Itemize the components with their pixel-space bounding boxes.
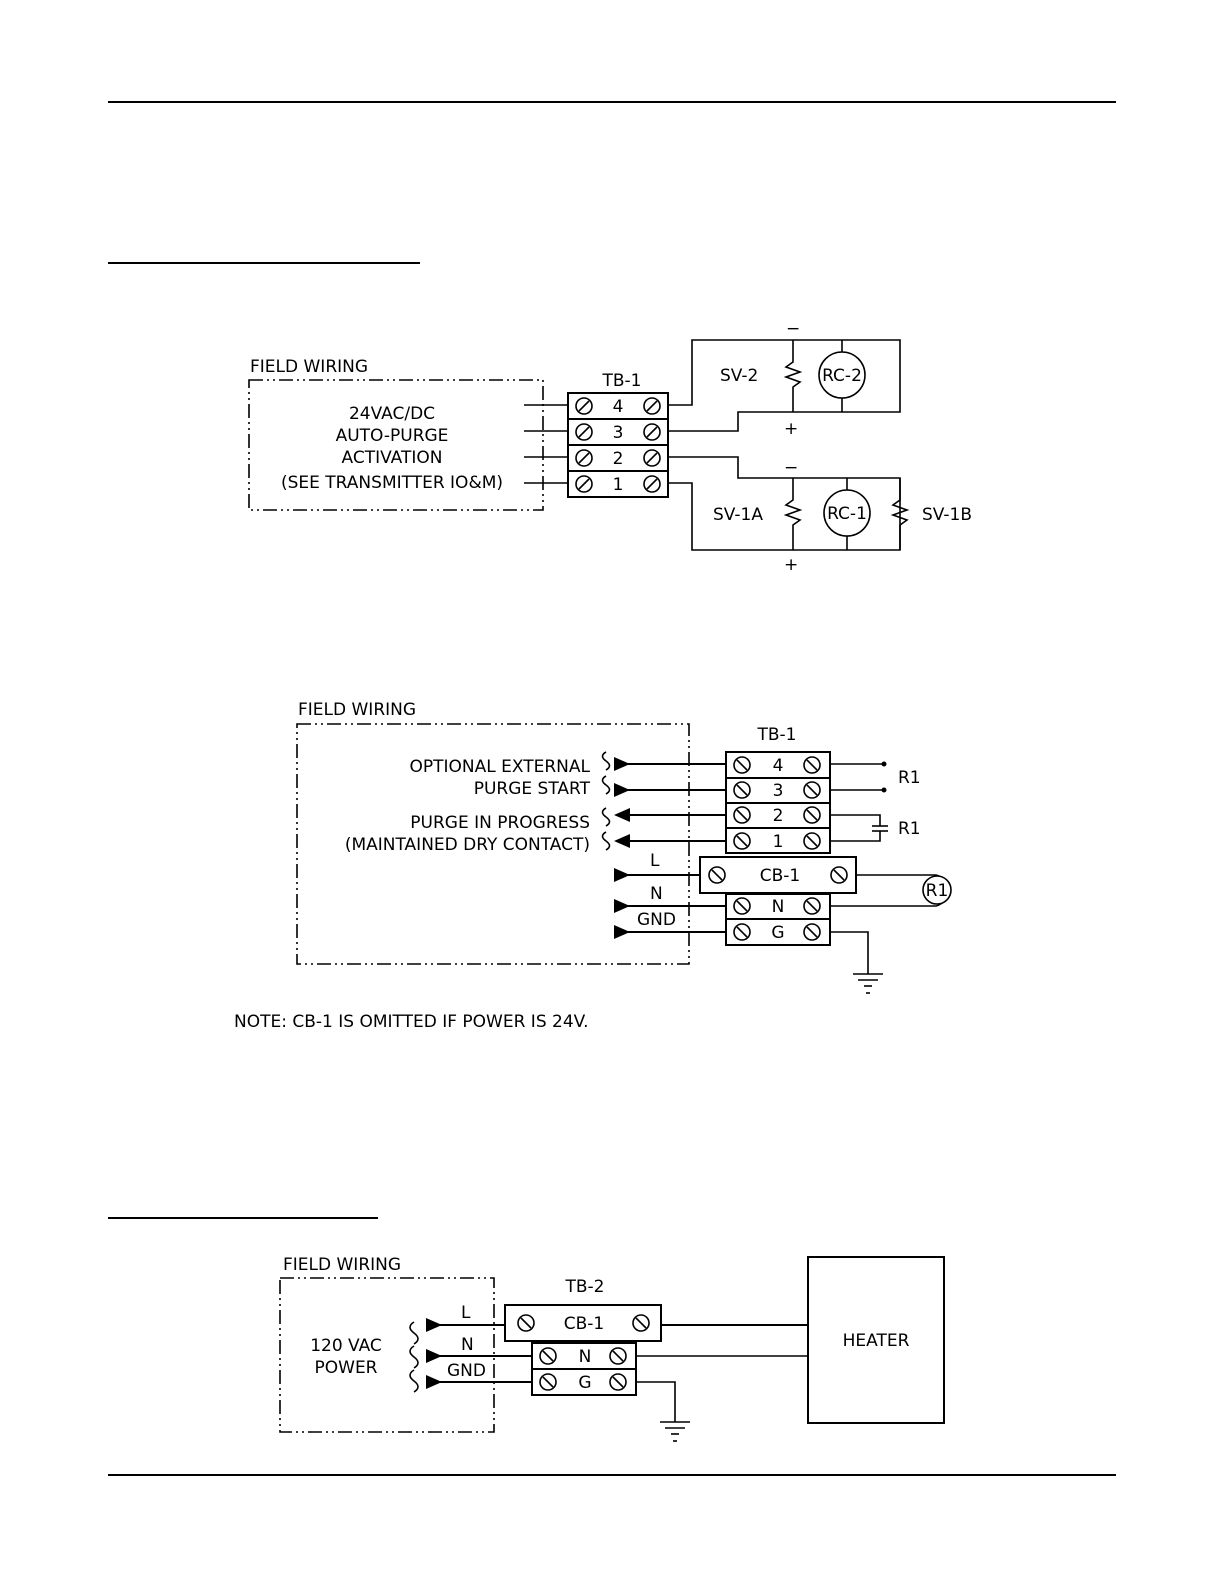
- tb1-2-n: N: [772, 897, 785, 917]
- tb1-2-terminal-3: 3: [773, 781, 784, 801]
- r1-coil: [922, 875, 952, 905]
- field-line-1: 24VAC/DC: [349, 404, 435, 424]
- gnd-label-3: GND: [447, 1361, 486, 1381]
- tb1-terminal-1: 1: [613, 475, 624, 495]
- tb1-2-terminal-4: 4: [773, 756, 784, 776]
- rc1-label: RC-1: [827, 504, 867, 524]
- maintained-dry-contact-label: (MAINTAINED DRY CONTACT): [345, 835, 590, 855]
- l-label-2: L: [650, 851, 660, 871]
- field-wiring-box: [248, 379, 544, 511]
- tb1-terminal-4: 4: [613, 397, 624, 417]
- sv2-label: SV-2: [720, 366, 758, 386]
- sv1-minus: −: [784, 458, 798, 478]
- field-wiring-label: FIELD WIRING: [250, 357, 368, 377]
- n-label-2: N: [650, 884, 663, 904]
- tb1-2-terminal-2: 2: [773, 806, 784, 826]
- tb2-g: G: [578, 1373, 591, 1393]
- r1-label-b: R1: [898, 819, 921, 839]
- sv1-plus: +: [784, 555, 798, 575]
- rc2-label: RC-2: [822, 366, 862, 386]
- tb1-2-g: G: [771, 923, 784, 943]
- field-wiring-box-3: [279, 1277, 495, 1433]
- l-label-3: L: [461, 1303, 471, 1323]
- rc2-circle: [818, 351, 866, 399]
- sv1b-label: SV-1B: [922, 505, 972, 525]
- diagram-3: FIELD WIRING 120 VAC POWER L N GND TB-2 …: [279, 1255, 945, 1442]
- tb1-terminal-3: 3: [613, 423, 624, 443]
- cb1-breaker-3: CB-1: [504, 1304, 662, 1342]
- tb1-label-2: TB-1: [757, 725, 797, 745]
- purge-start-label: PURGE START: [474, 779, 591, 799]
- heater-label: HEATER: [843, 1331, 910, 1351]
- field-line-4: (SEE TRANSMITTER IO&M): [281, 473, 503, 493]
- sv1a-label: SV-1A: [713, 505, 763, 525]
- tb1-terminal-block: 4 3 2 1: [567, 392, 669, 498]
- tb1-label: TB-1: [602, 371, 642, 391]
- power-label-1: 120 VAC: [310, 1336, 382, 1356]
- cb1-breaker: CB-1: [699, 856, 857, 894]
- gnd-label-2: GND: [637, 910, 676, 930]
- field-line-2: AUTO-PURGE: [336, 426, 449, 446]
- field-wiring-label-3: FIELD WIRING: [283, 1255, 401, 1275]
- power-label-2: POWER: [315, 1358, 378, 1378]
- note-text: NOTE: CB-1 IS OMITTED IF POWER IS 24V.: [234, 1012, 589, 1032]
- field-wiring-box-2: [296, 723, 690, 965]
- field-line-3: ACTIVATION: [342, 448, 443, 468]
- purge-in-progress-label: PURGE IN PROGRESS: [410, 813, 590, 833]
- optional-external-label: OPTIONAL EXTERNAL: [410, 757, 591, 777]
- sv2-plus: +: [784, 419, 798, 439]
- field-wiring-label-2: FIELD WIRING: [298, 700, 416, 720]
- cb1-label-3: CB-1: [564, 1314, 604, 1334]
- diagram-1: FIELD WIRING 24VAC/DC AUTO-PURGE ACTIVAT…: [248, 319, 972, 575]
- diagram-2: FIELD WIRING OPTIONAL EXTERNAL PURGE STA…: [234, 700, 952, 1032]
- rc1-circle: [823, 489, 871, 537]
- n-g-terminals-2: N G: [725, 893, 831, 946]
- tb2-label: TB-2: [565, 1277, 605, 1297]
- tb1-2-terminal-1: 1: [773, 832, 784, 852]
- tb2-n-g-terminals: N G: [531, 1342, 637, 1396]
- tb2-n: N: [579, 1347, 592, 1367]
- r1-label-a: R1: [898, 768, 921, 788]
- tb1-terminal-2: 2: [613, 449, 624, 469]
- n-label-3: N: [461, 1335, 474, 1355]
- heater-box: [807, 1256, 945, 1424]
- tb1-terminal-block-2: 4 3 2 1: [725, 751, 831, 854]
- cb1-label-2: CB-1: [760, 866, 800, 886]
- r1-coil-label: R1: [926, 881, 949, 901]
- sv2-minus: −: [786, 319, 800, 339]
